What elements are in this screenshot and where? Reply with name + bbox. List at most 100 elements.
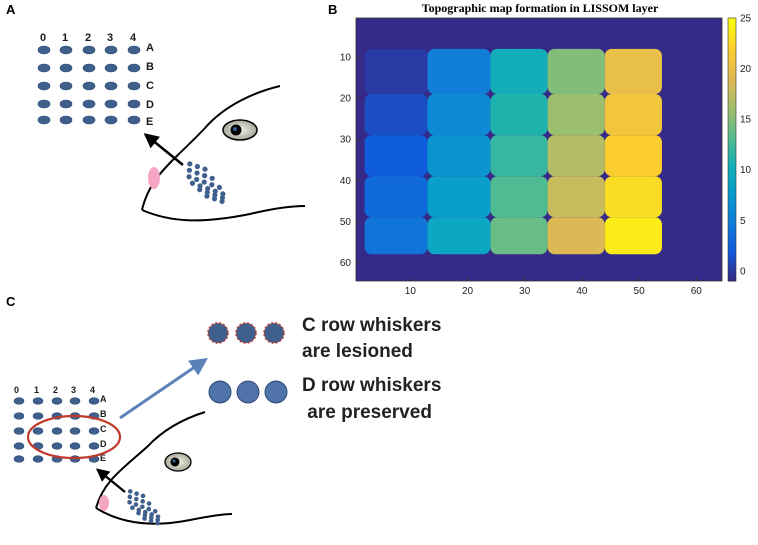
heatmap-patch [490, 48, 548, 95]
whisker-dot [37, 99, 51, 109]
x-tick-label: 10 [405, 286, 417, 297]
colorbar-segment [728, 197, 736, 203]
whisker-dot [32, 412, 44, 420]
y-tick-label: 60 [340, 258, 352, 269]
colorbar-tick-label: 15 [740, 115, 752, 126]
colorbar-segment [728, 88, 736, 94]
whisker-dot [13, 412, 25, 420]
whisker-dot [37, 81, 51, 91]
colorbar-segment [728, 96, 736, 102]
panel-label-a: A [6, 2, 16, 17]
whisker-pad-dot [136, 510, 141, 516]
nose [99, 495, 109, 511]
panel-c-row-labels: A B C D E [100, 394, 107, 463]
whisker-pad-dot [220, 191, 226, 197]
colorbar-segment [728, 57, 736, 63]
colorbar-frame [727, 17, 737, 282]
whisker-dot [59, 81, 73, 91]
panel-a-row-label: A [146, 42, 154, 54]
whisker-dot [32, 455, 44, 463]
whisker-pad-dot [216, 184, 223, 191]
heatmap-patch [490, 217, 548, 255]
whisker-dot [37, 63, 51, 73]
x-tick-label: 20 [462, 286, 474, 297]
panel-c-column-label: 4 [90, 385, 95, 395]
whisker-pad-dot [197, 183, 203, 189]
heatmap-patch [364, 135, 428, 177]
preserved-note-line1: D row whiskers [302, 375, 441, 396]
heatmap-patch [604, 176, 662, 218]
colorbar-segment [728, 171, 736, 177]
whisker-pad-dot [189, 180, 196, 186]
whisker-pad-dot [186, 167, 193, 173]
colorbar-segment [728, 145, 736, 150]
whisker-dot [13, 455, 25, 463]
whisker-dot [127, 115, 141, 125]
preserved-whisker [264, 380, 288, 404]
heatmap-patch [490, 94, 548, 136]
projection-arrow [95, 468, 126, 493]
whisker-dot [13, 397, 25, 405]
y-tick-label: 40 [340, 176, 352, 187]
whisker-dot [82, 99, 96, 109]
lesioned-note-line1: C row whiskers [302, 315, 441, 336]
whisker-dot [69, 397, 81, 405]
whisker-pad-dot [212, 188, 218, 194]
panel-label-c: C [6, 294, 16, 309]
colorbar-segment [728, 114, 736, 120]
panel-a-rat-head [141, 85, 306, 222]
panel-a-column-label: 3 [107, 32, 113, 44]
colorbar-segment [728, 167, 736, 172]
lesioned-whiskers [207, 322, 285, 344]
colorbar-segment [728, 250, 736, 256]
lesioned-note-line2: are lesioned [302, 341, 413, 362]
heatmap-patch [364, 48, 428, 95]
colorbar-segment [728, 184, 736, 190]
preserved-whisker [208, 380, 232, 404]
whisker-dot [51, 427, 63, 435]
colorbar-segment [728, 245, 736, 251]
colorbar-segment [728, 18, 736, 23]
colorbar-segment [728, 131, 736, 137]
whisker-dot [82, 81, 96, 91]
x-tick-label: 40 [576, 286, 588, 297]
pupil-highlight [172, 459, 176, 463]
colorbar-segment [728, 188, 736, 194]
colorbar-segment [728, 26, 736, 32]
heatmap-patch [490, 135, 548, 177]
whisker-pad-dot [202, 173, 208, 179]
whisker-pad-dot [209, 175, 215, 181]
heatmap-patch [364, 94, 428, 136]
colorbar-segment [728, 35, 736, 41]
colorbar-segment [728, 237, 736, 243]
colorbar-segment [728, 53, 736, 58]
preserved-note-line2: are preserved [302, 402, 432, 423]
colorbar-segment [728, 215, 736, 221]
colorbar-segment [728, 149, 736, 155]
whisker-pad-dot [201, 179, 207, 185]
whisker-dot [104, 99, 118, 109]
heatmap-frame [355, 17, 723, 282]
whisker-pad-dot [146, 506, 152, 512]
whisker-dot [59, 45, 73, 55]
whisker-pad-dot [205, 185, 211, 192]
colorbar-segment [728, 267, 736, 273]
preserved-whisker [236, 380, 260, 404]
heatmap-patch [427, 135, 491, 177]
pupil-highlight [233, 127, 237, 131]
colorbar-segment [728, 206, 736, 212]
colorbar-segment [728, 127, 736, 133]
panel-a-row-labels: A B C D E [146, 42, 154, 128]
projection-arrow [143, 133, 184, 166]
heatmap-patch [490, 176, 548, 218]
whisker-dot [13, 442, 25, 450]
colorbar-tick-label: 5 [740, 216, 746, 227]
y-tick-label: 20 [340, 94, 352, 105]
colorbar-segment [728, 61, 736, 67]
colorbar-segment [728, 74, 736, 80]
heatmap-patches [364, 48, 662, 255]
colorbar-segment [728, 210, 736, 216]
panel-c-rat-head [95, 411, 233, 526]
colorbar-tick-label: 0 [740, 266, 746, 277]
